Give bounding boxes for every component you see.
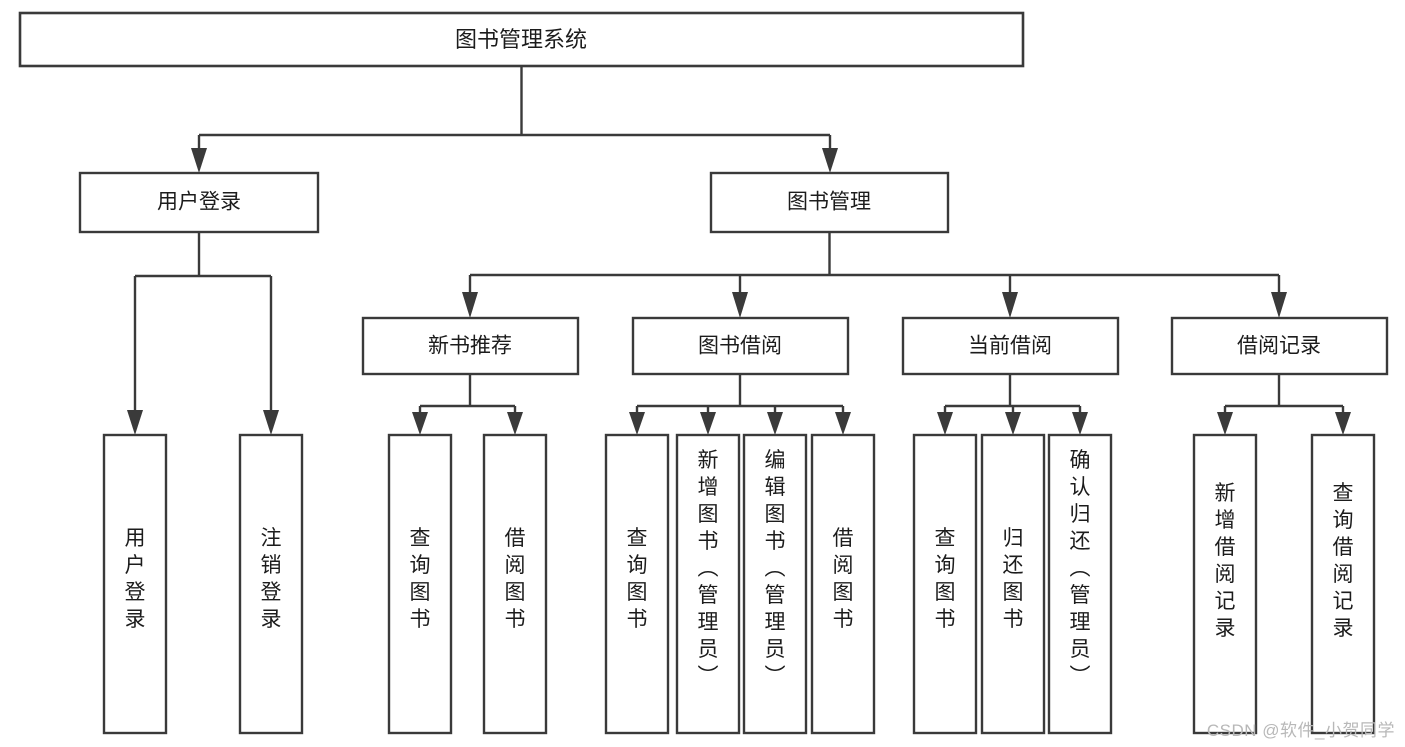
arrow-head-icon (1072, 412, 1088, 435)
leaf-logout[interactable]: 注销登录 (238, 433, 304, 735)
leaf-return-book-label: 归还图书 (1003, 527, 1024, 631)
arrow-head-icon (732, 292, 748, 318)
edges-layer (127, 66, 1351, 435)
leaf-borrow-book-label: 借阅图书 (833, 527, 854, 631)
arrow-head-icon (937, 412, 953, 435)
node-current-borrow-label: 当前借阅 (968, 335, 1052, 358)
leaf-add-borrow-record[interactable]: 新增借阅记录 (1192, 433, 1258, 735)
leaf-user-login-box[interactable] (102, 433, 168, 735)
leaf-add-book-admin[interactable]: 新增图书︵管理员︶ (675, 433, 741, 735)
leaf-borrow-book-recommend-label: 借阅图书 (505, 527, 526, 631)
leaf-borrow-book-recommend[interactable]: 借阅图书 (482, 433, 548, 735)
node-book-management[interactable]: 图书管理 (709, 171, 950, 234)
arrow-head-icon (835, 412, 851, 435)
leaf-edit-book-admin-box[interactable] (742, 433, 808, 735)
leaf-borrow-book[interactable]: 借阅图书 (810, 433, 876, 735)
node-book-borrow-label: 图书借阅 (698, 335, 782, 358)
leaf-query-book-recommend-label: 查询图书 (410, 527, 431, 631)
leaf-user-login-label: 用户登录 (125, 527, 146, 631)
arrow-head-icon (767, 412, 783, 435)
leaf-query-borrow-record-box[interactable] (1310, 433, 1376, 735)
node-new-book-recommend-box[interactable] (361, 316, 580, 376)
leaf-query-book-borrow-label: 查询图书 (627, 527, 648, 631)
leaf-user-login[interactable]: 用户登录 (102, 433, 168, 735)
arrow-head-icon (1002, 292, 1018, 318)
leaf-query-book-current-label: 查询图书 (935, 527, 956, 631)
arrow-head-icon (1005, 412, 1021, 435)
node-user-login-label: 用户登录 (157, 191, 241, 214)
arrow-head-icon (462, 292, 478, 318)
edge-borrow-to-leaves (629, 374, 851, 435)
edge-bookmgmt-to-level3 (462, 232, 1287, 318)
arrow-head-icon (822, 148, 838, 173)
leaf-borrow-book-recommend-box[interactable] (482, 433, 548, 735)
node-user-login[interactable]: 用户登录 (78, 171, 320, 234)
arrow-head-icon (191, 148, 207, 173)
node-book-borrow[interactable]: 图书借阅 (631, 316, 850, 376)
edge-userlogin-to-leaves (127, 232, 279, 435)
leaf-edit-book-admin[interactable]: 编辑图书︵管理员︶ (742, 433, 808, 735)
node-root-box[interactable] (18, 11, 1025, 68)
leaf-logout-label: 注销登录 (261, 527, 282, 631)
leaf-return-book-box[interactable] (980, 433, 1046, 735)
node-root-label: 图书管理系统 (455, 27, 587, 52)
leaf-query-borrow-record-label: 查询借阅记录 (1333, 482, 1354, 640)
leaf-return-book[interactable]: 归还图书 (980, 433, 1046, 735)
leaf-add-book-admin-box[interactable] (675, 433, 741, 735)
leaf-query-book-recommend-box[interactable] (387, 433, 453, 735)
leaf-query-book-recommend[interactable]: 查询图书 (387, 433, 453, 735)
leaf-add-borrow-record-label: 新增借阅记录 (1215, 482, 1236, 640)
leaf-confirm-return-admin[interactable]: 确认归还︵管理员︶ (1047, 433, 1113, 735)
leaf-borrow-book-box[interactable] (810, 433, 876, 735)
nodes-layer: 图书管理系统 用户登录 图书管理 新书推荐 图书借阅 当前借阅 借阅记录 (18, 11, 1389, 735)
node-book-management-box[interactable] (709, 171, 950, 234)
leaf-query-book-borrow[interactable]: 查询图书 (604, 433, 670, 735)
node-borrow-record[interactable]: 借阅记录 (1170, 316, 1389, 376)
node-root[interactable]: 图书管理系统 (18, 11, 1025, 68)
node-borrow-record-label: 借阅记录 (1237, 335, 1321, 358)
node-user-login-box[interactable] (78, 171, 320, 234)
leaf-logout-box[interactable] (238, 433, 304, 735)
node-book-borrow-box[interactable] (631, 316, 850, 376)
arrow-head-icon (263, 410, 279, 435)
leaf-query-borrow-record[interactable]: 查询借阅记录 (1310, 433, 1376, 735)
leaf-add-book-admin-label: 新增图书︵管理员︶ (698, 449, 719, 688)
leaf-query-book-borrow-box[interactable] (604, 433, 670, 735)
node-current-borrow[interactable]: 当前借阅 (901, 316, 1120, 376)
edge-root-to-level2 (191, 66, 838, 173)
arrow-head-icon (1271, 292, 1287, 318)
leaf-edit-book-admin-label: 编辑图书︵管理员︶ (765, 449, 786, 688)
edge-record-to-leaves (1217, 374, 1351, 435)
leaf-query-book-current[interactable]: 查询图书 (912, 433, 978, 735)
leaf-add-borrow-record-box[interactable] (1192, 433, 1258, 735)
arrow-head-icon (507, 412, 523, 435)
arrow-head-icon (1217, 412, 1233, 435)
edge-current-to-leaves (937, 374, 1088, 435)
node-borrow-record-box[interactable] (1170, 316, 1389, 376)
leaf-query-book-current-box[interactable] (912, 433, 978, 735)
leaf-confirm-return-admin-box[interactable] (1047, 433, 1113, 735)
arrow-head-icon (412, 412, 428, 435)
edge-newbook-to-leaves (412, 374, 523, 435)
arrow-head-icon (629, 412, 645, 435)
node-book-management-label: 图书管理 (787, 191, 871, 214)
node-new-book-recommend-label: 新书推荐 (428, 335, 512, 358)
leaf-confirm-return-admin-label: 确认归还︵管理员︶ (1070, 449, 1091, 688)
arrow-head-icon (700, 412, 716, 435)
leaf-nodes-layer: 用户登录 注销登录 查询图书 借阅图书 查询图书 新增图书︵管理员︶ (102, 433, 1376, 735)
arrow-head-icon (127, 410, 143, 435)
node-current-borrow-box[interactable] (901, 316, 1120, 376)
arrow-head-icon (1335, 412, 1351, 435)
node-new-book-recommend[interactable]: 新书推荐 (361, 316, 580, 376)
